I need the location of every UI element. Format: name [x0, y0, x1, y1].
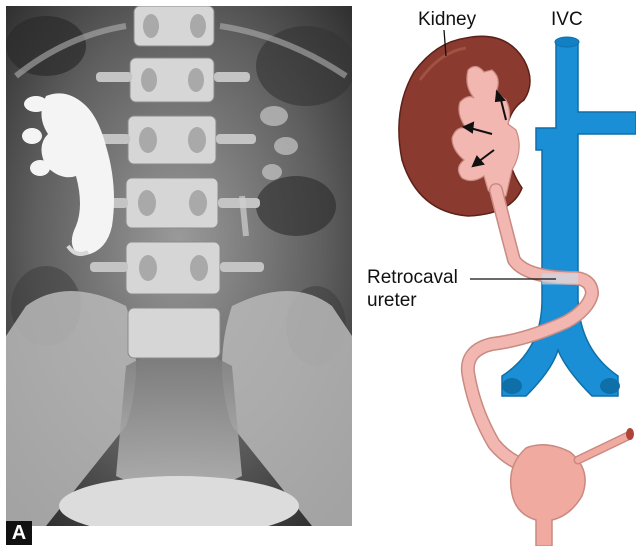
retrocaval-ureter-label: Retrocaval ureter — [367, 266, 458, 312]
intravenous-urogram-image — [6, 6, 352, 526]
retrocaval-label-line2: ureter — [367, 289, 458, 312]
bladder-shape — [511, 428, 634, 546]
kidney-label: Kidney — [418, 10, 476, 29]
ivc-label: IVC — [551, 10, 583, 29]
xray-drawing — [6, 6, 352, 526]
panel-label: A — [6, 521, 32, 545]
retrocaval-label-line1: Retrocaval — [367, 266, 458, 289]
